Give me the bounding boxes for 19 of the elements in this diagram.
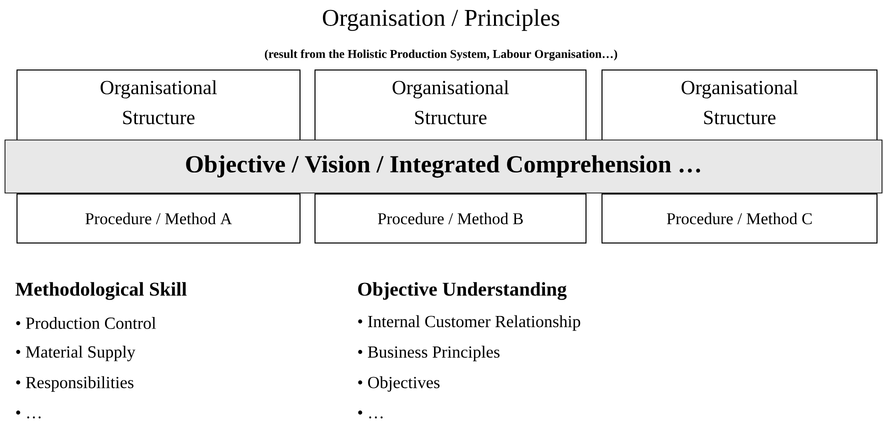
method-box: Procedure / Method A bbox=[16, 194, 300, 244]
list-heading: Objective Understanding bbox=[358, 282, 567, 300]
method-box: Procedure / Method C bbox=[602, 194, 878, 244]
structure-box: Organisational Structure bbox=[16, 70, 300, 142]
bullet-item: • Objectives bbox=[358, 376, 440, 392]
structure-box: Organisational Structure bbox=[602, 70, 878, 142]
structure-box: Organisational Structure bbox=[314, 70, 586, 142]
bullet-item: • … bbox=[16, 410, 41, 418]
list-heading: Methodological Skill bbox=[16, 282, 187, 300]
bullet-item: • Business Principles bbox=[358, 346, 500, 362]
banner-band: Objective / Vision / Integrated Comprehension … bbox=[4, 140, 882, 194]
bullet-item: • Responsibilities bbox=[16, 376, 134, 392]
bullet-item: • … bbox=[358, 410, 383, 418]
bullet-item: • Production Control bbox=[16, 317, 156, 329]
title: Organisation / Principles bbox=[322, 9, 560, 31]
method-box: Procedure / Method B bbox=[314, 194, 586, 244]
subtitle: (result from the Holistic Production System, Labour Organisation…) bbox=[264, 49, 618, 61]
bullet-item: • Material Supply bbox=[16, 346, 136, 362]
bullet-item: • Internal Customer Relationship bbox=[358, 315, 580, 331]
